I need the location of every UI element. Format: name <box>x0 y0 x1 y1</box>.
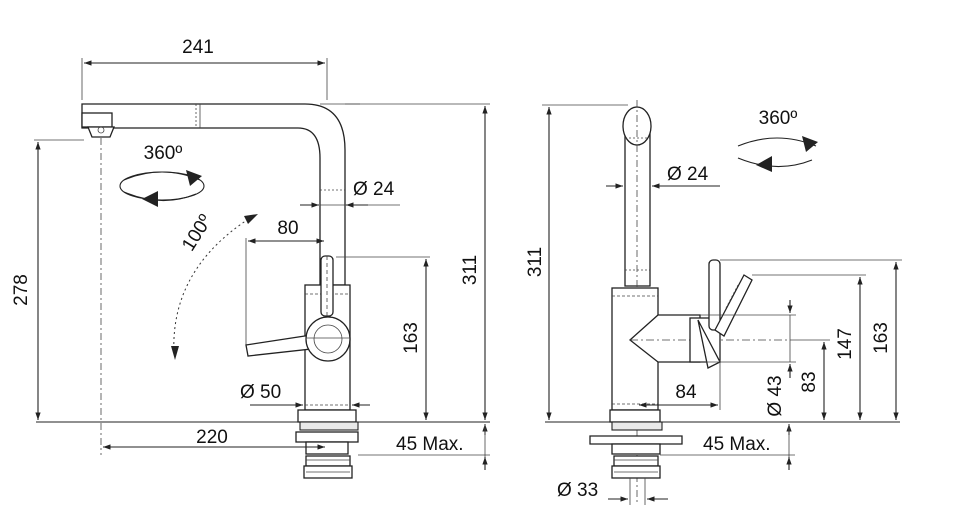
label-diam-50: Ø 50 <box>240 382 281 403</box>
label-220: 220 <box>196 427 228 448</box>
dim-84: 84 <box>639 360 721 410</box>
label-147: 147 <box>835 328 856 360</box>
spout <box>81 103 360 286</box>
label-80: 80 <box>277 218 298 239</box>
label-45-max-side: 45 Max. <box>396 434 464 455</box>
dim-311-side: 311 <box>345 103 490 420</box>
dim-278: 278 <box>11 139 84 420</box>
label-278: 278 <box>11 274 32 306</box>
label-163-front: 163 <box>871 322 892 354</box>
side-view: 241 278 360º <box>11 37 490 479</box>
dim-163-front: 163 <box>720 259 902 420</box>
dim-diam-33: Ø 33 <box>557 480 668 502</box>
dim-83: 83 <box>790 339 830 420</box>
dim-45-max-front: 45 Max. <box>660 424 795 470</box>
dim-diam-24-side: Ø 24 <box>300 179 400 208</box>
label-84: 84 <box>675 382 697 403</box>
mixer-body-front <box>611 259 790 411</box>
label-100: 100º <box>178 211 216 255</box>
label-83: 83 <box>799 371 820 392</box>
label-45-max-front: 45 Max. <box>703 434 771 455</box>
label-241: 241 <box>182 37 214 58</box>
label-diam-24-side: Ø 24 <box>353 179 395 200</box>
dim-147: 147 <box>752 274 866 420</box>
label-311-front: 311 <box>525 247 546 277</box>
front-view: 311 360º Ø 24 <box>525 100 902 505</box>
fixing-side <box>295 409 359 479</box>
dim-diam-43: Ø 43 <box>700 300 796 417</box>
label-163-side: 163 <box>401 322 422 354</box>
angle-100: 100º <box>171 211 258 360</box>
label-diam-24-front: Ø 24 <box>667 164 709 185</box>
rotation-symbol-side: 360º <box>119 143 205 207</box>
fixing-front <box>589 409 683 505</box>
label-311-side: 311 <box>460 255 481 285</box>
dim-311-front: 311 <box>525 104 628 420</box>
dim-80: 80 <box>245 218 324 345</box>
label-diam-33: Ø 33 <box>557 480 598 501</box>
dim-220: 220 <box>103 427 325 450</box>
dim-diam-24-front: Ø 24 <box>606 164 720 189</box>
label-diam-43: Ø 43 <box>765 375 786 416</box>
spout-front <box>622 100 652 505</box>
dim-diam-50: Ø 50 <box>240 382 370 408</box>
dim-45-max-side: 45 Max. <box>358 424 490 470</box>
label-360-side: 360º <box>144 143 183 164</box>
label-360-front: 360º <box>759 108 798 129</box>
rotation-symbol-front: 360º <box>737 108 818 172</box>
dim-241: 241 <box>81 37 328 100</box>
mixer-body-side <box>245 255 351 411</box>
dim-163-side: 163 <box>336 256 430 420</box>
